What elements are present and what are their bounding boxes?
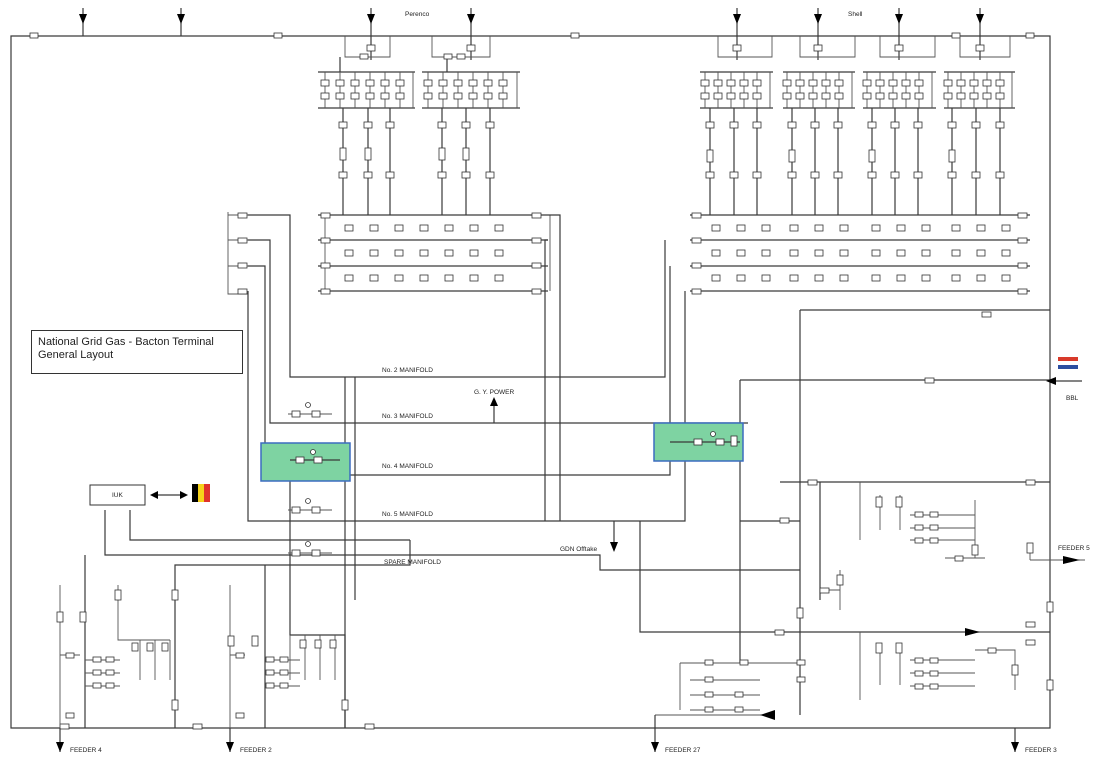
manifold-valve-sets bbox=[288, 402, 332, 557]
lower-right-trains bbox=[655, 482, 1085, 716]
valve-icon bbox=[320, 79, 508, 179]
shell-label: Shell bbox=[848, 11, 863, 18]
manifold-2-label: No. 2 MANIFOLD bbox=[382, 367, 433, 374]
shell-train-columns bbox=[704, 72, 1013, 215]
manifold-3-label: No. 3 MANIFOLD bbox=[382, 413, 433, 420]
feeder-27-label: FEEDER 27 bbox=[665, 747, 701, 754]
gy-power-label: G. Y. POWER bbox=[474, 389, 515, 396]
up-arrow-icon bbox=[490, 397, 498, 423]
bbl-label: BBL bbox=[1066, 395, 1079, 402]
top-inlets bbox=[82, 8, 981, 60]
spare-manifold-label: SPARE MANIFOLD bbox=[384, 559, 441, 566]
perenco-label: Perenco bbox=[405, 11, 430, 18]
belgian-flag-icon bbox=[192, 484, 210, 502]
dutch-flag-icon bbox=[1058, 357, 1078, 369]
gdn-offtake-label: GDN Offtake bbox=[560, 546, 597, 553]
title-line-2: General Layout bbox=[38, 349, 114, 361]
valve-icon bbox=[704, 496, 1054, 713]
valve-icon bbox=[237, 212, 1028, 295]
left-arrow-icon bbox=[1046, 377, 1082, 385]
valve-icon bbox=[56, 589, 349, 719]
feeder-4-label: FEEDER 4 bbox=[70, 747, 102, 754]
bottom-outlets bbox=[59, 715, 1016, 752]
feeder-2-label: FEEDER 2 bbox=[240, 747, 272, 754]
valve-icon bbox=[700, 79, 1005, 179]
highlight-box-left bbox=[260, 442, 351, 482]
feeder-3-label: FEEDER 3 bbox=[1025, 747, 1057, 754]
valve-icon bbox=[59, 311, 1036, 730]
highlight-box-right bbox=[653, 422, 744, 462]
title-box: National Grid Gas - Bacton Terminal Gene… bbox=[31, 330, 243, 374]
manifold-5-label: No. 5 MANIFOLD bbox=[382, 511, 433, 518]
manifold-4-label: No. 4 MANIFOLD bbox=[382, 463, 433, 470]
distribution-headers bbox=[227, 212, 1030, 295]
feeder-5-label: FEEDER 5 bbox=[1058, 545, 1090, 552]
valve-icon bbox=[29, 32, 1035, 39]
manifold-lines bbox=[84, 214, 1050, 728]
valve-icon bbox=[359, 44, 476, 60]
down-arrow-icon bbox=[56, 742, 1019, 752]
shell-inlet-trains bbox=[700, 36, 1015, 109]
right-arrow-icon bbox=[760, 556, 1080, 720]
valve-icon bbox=[732, 44, 985, 52]
iuk-box: IUK bbox=[89, 484, 188, 506]
outer-boundary bbox=[10, 35, 1051, 729]
down-arrow-icon bbox=[610, 521, 618, 552]
down-arrow-icon bbox=[79, 14, 984, 24]
iuk-label: IUK bbox=[112, 492, 124, 499]
title-line-1: National Grid Gas - Bacton Terminal bbox=[38, 336, 214, 348]
lower-left-trains bbox=[59, 585, 336, 728]
